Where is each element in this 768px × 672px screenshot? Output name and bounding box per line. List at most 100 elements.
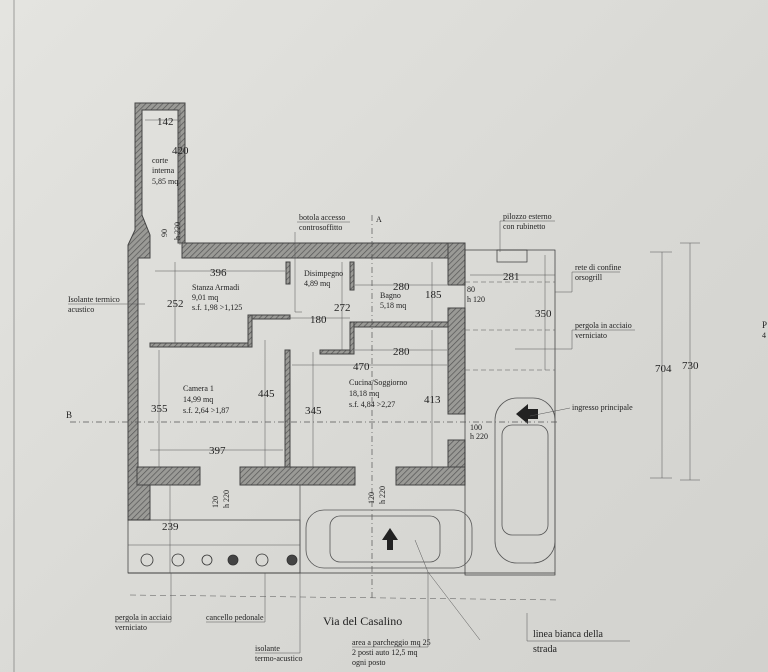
annotations-pergola-r-1-label: pergola in acciaio bbox=[575, 321, 632, 330]
stanza-depth-label: 252 bbox=[167, 298, 184, 310]
walls bbox=[127, 102, 466, 521]
bottom-wall-center bbox=[239, 466, 356, 486]
annotations-pilozzo-1-label: pilozzo esterno bbox=[503, 212, 552, 221]
arrow-entry-icon bbox=[382, 528, 398, 550]
annotations-pergola-b-2-label: verniciato bbox=[115, 623, 147, 632]
disimpegno-depth-label: 272 bbox=[334, 302, 351, 314]
cucina-width2-label: 280 bbox=[393, 346, 410, 358]
camera-depth2-label: 445 bbox=[258, 388, 275, 400]
edge-text: P bbox=[762, 320, 767, 330]
car-icon-vertical bbox=[494, 397, 556, 564]
corte-area-label: 5,85 mq bbox=[152, 177, 178, 186]
cucina-door-w-label: 120 bbox=[367, 492, 376, 504]
bagno-width-label: 280 bbox=[393, 281, 410, 293]
bagno-area-label: 5,18 mq bbox=[380, 301, 406, 310]
partition-camera-cucina bbox=[284, 349, 291, 468]
annotations-linea-2-label: strada bbox=[533, 644, 557, 655]
bagno-win-w-label: 80 bbox=[467, 285, 475, 294]
cucina-sf-label: s.f. 4,84 >2,27 bbox=[349, 400, 395, 409]
annotations-pergola-b-1-label: pergola in acciaio bbox=[115, 613, 172, 622]
camera-depth-label: 355 bbox=[151, 403, 168, 415]
exterior-total-1-label: 704 bbox=[655, 363, 672, 375]
cucina-depth-label: 413 bbox=[424, 394, 441, 406]
cucina-depth2-label: 345 bbox=[305, 405, 322, 417]
annotations-pilozzo-2-label: con rubinetto bbox=[503, 222, 545, 231]
dimension-lines bbox=[145, 110, 700, 573]
annotations-parcheggio-1-label: area a parcheggio mq 25 bbox=[352, 638, 431, 647]
wall-stanza-bottom bbox=[149, 342, 251, 348]
annotations-pergola-r-2-label: verniciato bbox=[575, 331, 607, 340]
annotations-isolante-b-1-label: isolante bbox=[255, 644, 280, 653]
stanza-area-label: 9,01 mq bbox=[192, 293, 218, 302]
annotations-rete-1-label: rete di confine bbox=[575, 263, 622, 272]
annotations-botola-1-label: botola accesso bbox=[299, 213, 345, 222]
room-labels: corte interna 5,85 mq Stanza Armadi 9,01… bbox=[152, 156, 407, 415]
arrow-main-entry-icon bbox=[516, 404, 538, 424]
bagno-name-label: Bagno bbox=[380, 291, 401, 300]
stanza-width-label: 396 bbox=[210, 267, 227, 279]
partition-stanza-disimpegno bbox=[285, 261, 291, 285]
corte-length-label: 420 bbox=[172, 145, 189, 157]
corte-name-2-label: interna bbox=[152, 166, 175, 175]
cucina-door-h-label: h 220 bbox=[378, 486, 387, 504]
garden-strip bbox=[127, 519, 301, 574]
right-wall-middle bbox=[447, 307, 466, 415]
camera-sf-label: s.f. 2,64 >1,87 bbox=[183, 406, 229, 415]
cucina-entry-h-label: h 220 bbox=[470, 432, 488, 441]
annotations-linea-1-label: linea bianca della bbox=[533, 629, 604, 640]
bottom-wall-right bbox=[395, 466, 466, 486]
annotations-cancello-label: cancello pedonale bbox=[206, 613, 264, 622]
top-wall bbox=[181, 242, 461, 259]
annotations-botola-2-label: controsoffitto bbox=[299, 223, 342, 232]
car-icon-horizontal bbox=[305, 509, 473, 569]
partition-disimpegno-bagno bbox=[349, 261, 355, 291]
wall-stanza-step bbox=[247, 314, 291, 320]
cucina-entry-w-label: 100 bbox=[470, 423, 482, 432]
annotations-rete-2-label: orsogrill bbox=[575, 273, 603, 282]
street-name: Via del Casalino bbox=[323, 614, 402, 628]
disimpegno-area-label: 4,89 mq bbox=[304, 279, 330, 288]
annotations-parcheggio-2-label: 2 posti auto 12,5 mq bbox=[352, 648, 418, 657]
cucina-width-label: 470 bbox=[353, 361, 370, 373]
street-edge-line bbox=[129, 594, 561, 601]
exterior-pergola-depth-label: 350 bbox=[535, 308, 552, 320]
camera-name-label: Camera 1 bbox=[183, 384, 214, 393]
cucina-area-label: 18,18 mq bbox=[349, 389, 379, 398]
corte-width-label: 142 bbox=[157, 116, 174, 128]
wall-bagno-bottom bbox=[351, 321, 449, 328]
right-wall-upper bbox=[447, 242, 466, 286]
corte-door-w-label: 90 bbox=[160, 229, 169, 237]
annotations-isolante-2-label: acustico bbox=[68, 305, 94, 314]
pilozzo-icon bbox=[496, 249, 528, 263]
exterior-garden-width-label: 239 bbox=[162, 521, 179, 533]
wall-disimpegno-side bbox=[349, 321, 355, 355]
annotations-parcheggio-3-label: ogni posto bbox=[352, 658, 386, 667]
bottom-wall-left bbox=[136, 466, 201, 486]
camera-door-h-label: h 220 bbox=[222, 490, 231, 508]
section-a-marker: A bbox=[376, 215, 382, 224]
bagno-depth-label: 185 bbox=[425, 289, 442, 301]
wall-disimpegno-bottom bbox=[319, 349, 353, 355]
stanza-sf-label: s.f. 1,98 >1,125 bbox=[192, 303, 242, 312]
corte-and-left-wall bbox=[127, 102, 186, 521]
cucina-name-label: Cucina/Soggiorno bbox=[349, 378, 407, 387]
wall-stanza-step-vertical bbox=[247, 314, 253, 348]
edge-text-2: 4 bbox=[762, 331, 766, 340]
exterior-total-2-label: 730 bbox=[682, 360, 699, 372]
disimpegno-width-label: 180 bbox=[310, 314, 327, 326]
plant-icons bbox=[140, 553, 298, 567]
camera-door-w-label: 120 bbox=[211, 496, 220, 508]
corte-door-h-label: h 220 bbox=[173, 222, 182, 240]
bagno-win-h-label: h 120 bbox=[467, 295, 485, 304]
annotations-ingresso-label: ingresso principale bbox=[572, 403, 633, 412]
camera-area-label: 14,99 mq bbox=[183, 395, 213, 404]
annotations: botola accesso controsoffitto Isolante t… bbox=[68, 212, 635, 667]
camera-width-label: 397 bbox=[209, 445, 226, 457]
annotations-isolante-1-label: Isolante termico bbox=[68, 295, 120, 304]
corte-name-1-label: corte bbox=[152, 156, 168, 165]
section-b-marker: B bbox=[66, 410, 72, 420]
exterior-yard-width-label: 281 bbox=[503, 271, 520, 283]
stanza-name-label: Stanza Armadi bbox=[192, 283, 240, 292]
